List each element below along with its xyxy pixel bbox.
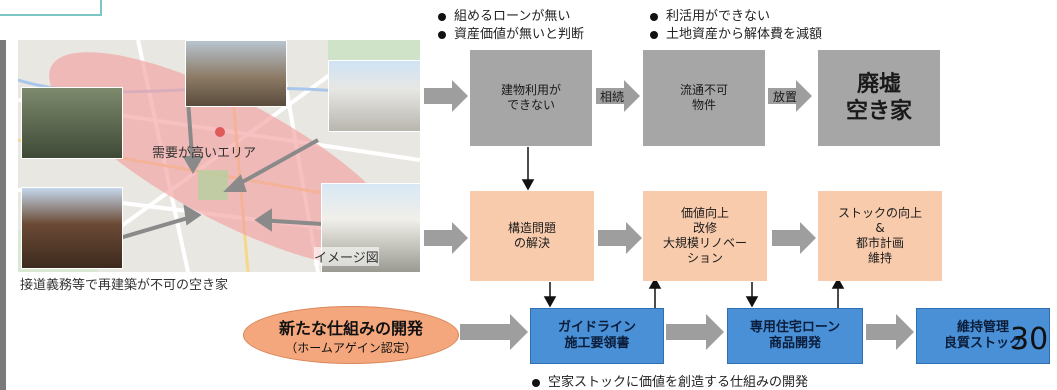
bullet-bottom: 空家ストックに価値を創造する仕組みの開発: [532, 371, 808, 390]
box-structural-fix: 構造問題 の解決: [470, 191, 594, 281]
frame-decoration: [0, 0, 102, 16]
bullet-top-2-text: 資産価値が無いと判断: [454, 27, 585, 42]
map-area-label: 需要が高いエリア: [152, 146, 257, 161]
image-tag-label: イメージ図: [314, 247, 379, 266]
label-inheritance: 相続: [600, 90, 625, 104]
house-photo-2: [185, 40, 287, 107]
label-neglect: 放置: [773, 90, 798, 104]
box-maintenance: 維持管理 良質ストック: [916, 308, 1050, 364]
page-number: 30: [1010, 322, 1049, 357]
box-non-marketable: 流通不可 物件: [643, 50, 765, 146]
demand-area-ellipse: [49, 52, 407, 268]
box-value-improvement: 価値向上 改修 大規模リノベー ション: [643, 191, 767, 281]
bullet-top-1-text: 組めるローンが無い: [454, 9, 571, 24]
bullet-top-1: 組めるローンが無い: [438, 5, 570, 24]
box-guidelines: ガイドライン 施工要領書: [530, 308, 664, 364]
oval-subtitle: （ホームアゲイン認定）: [285, 340, 417, 355]
box-housing-loan: 専用住宅ローン 商品開発: [727, 308, 863, 364]
map-area: 需要が高いエリア イメージ図: [18, 40, 420, 272]
map-caption: 接道義務等で再建築が不可の空き家: [20, 278, 229, 293]
box-building-unusable: 建物利用が できない: [470, 50, 592, 146]
bullet-top-3: 利活用ができない: [650, 5, 770, 24]
bullet-top-4-text: 土地資産から解体費を減額: [666, 27, 823, 42]
bullet-top-4: 土地資産から解体費を減額: [650, 23, 822, 42]
box-stock-improvement: ストックの向上 & 都市計画 維持: [818, 191, 942, 281]
box-abandoned-house: 廃墟 空き家: [818, 50, 940, 146]
house-photo-3: [328, 60, 420, 132]
bullet-top-3-text: 利活用ができない: [666, 9, 771, 24]
bullet-top-2: 資産価値が無いと判断: [438, 23, 584, 42]
left-sidebar-bar: [0, 40, 6, 390]
new-mechanism-oval: 新たな仕組みの開発 （ホームアゲイン認定）: [243, 306, 459, 364]
bullet-bottom-text: 空家ストックに価値を創造する仕組みの開発: [548, 375, 809, 390]
house-photo-4: [21, 187, 123, 269]
house-photo-1: [21, 87, 123, 159]
oval-title: 新たな仕組みの開発: [278, 318, 423, 338]
